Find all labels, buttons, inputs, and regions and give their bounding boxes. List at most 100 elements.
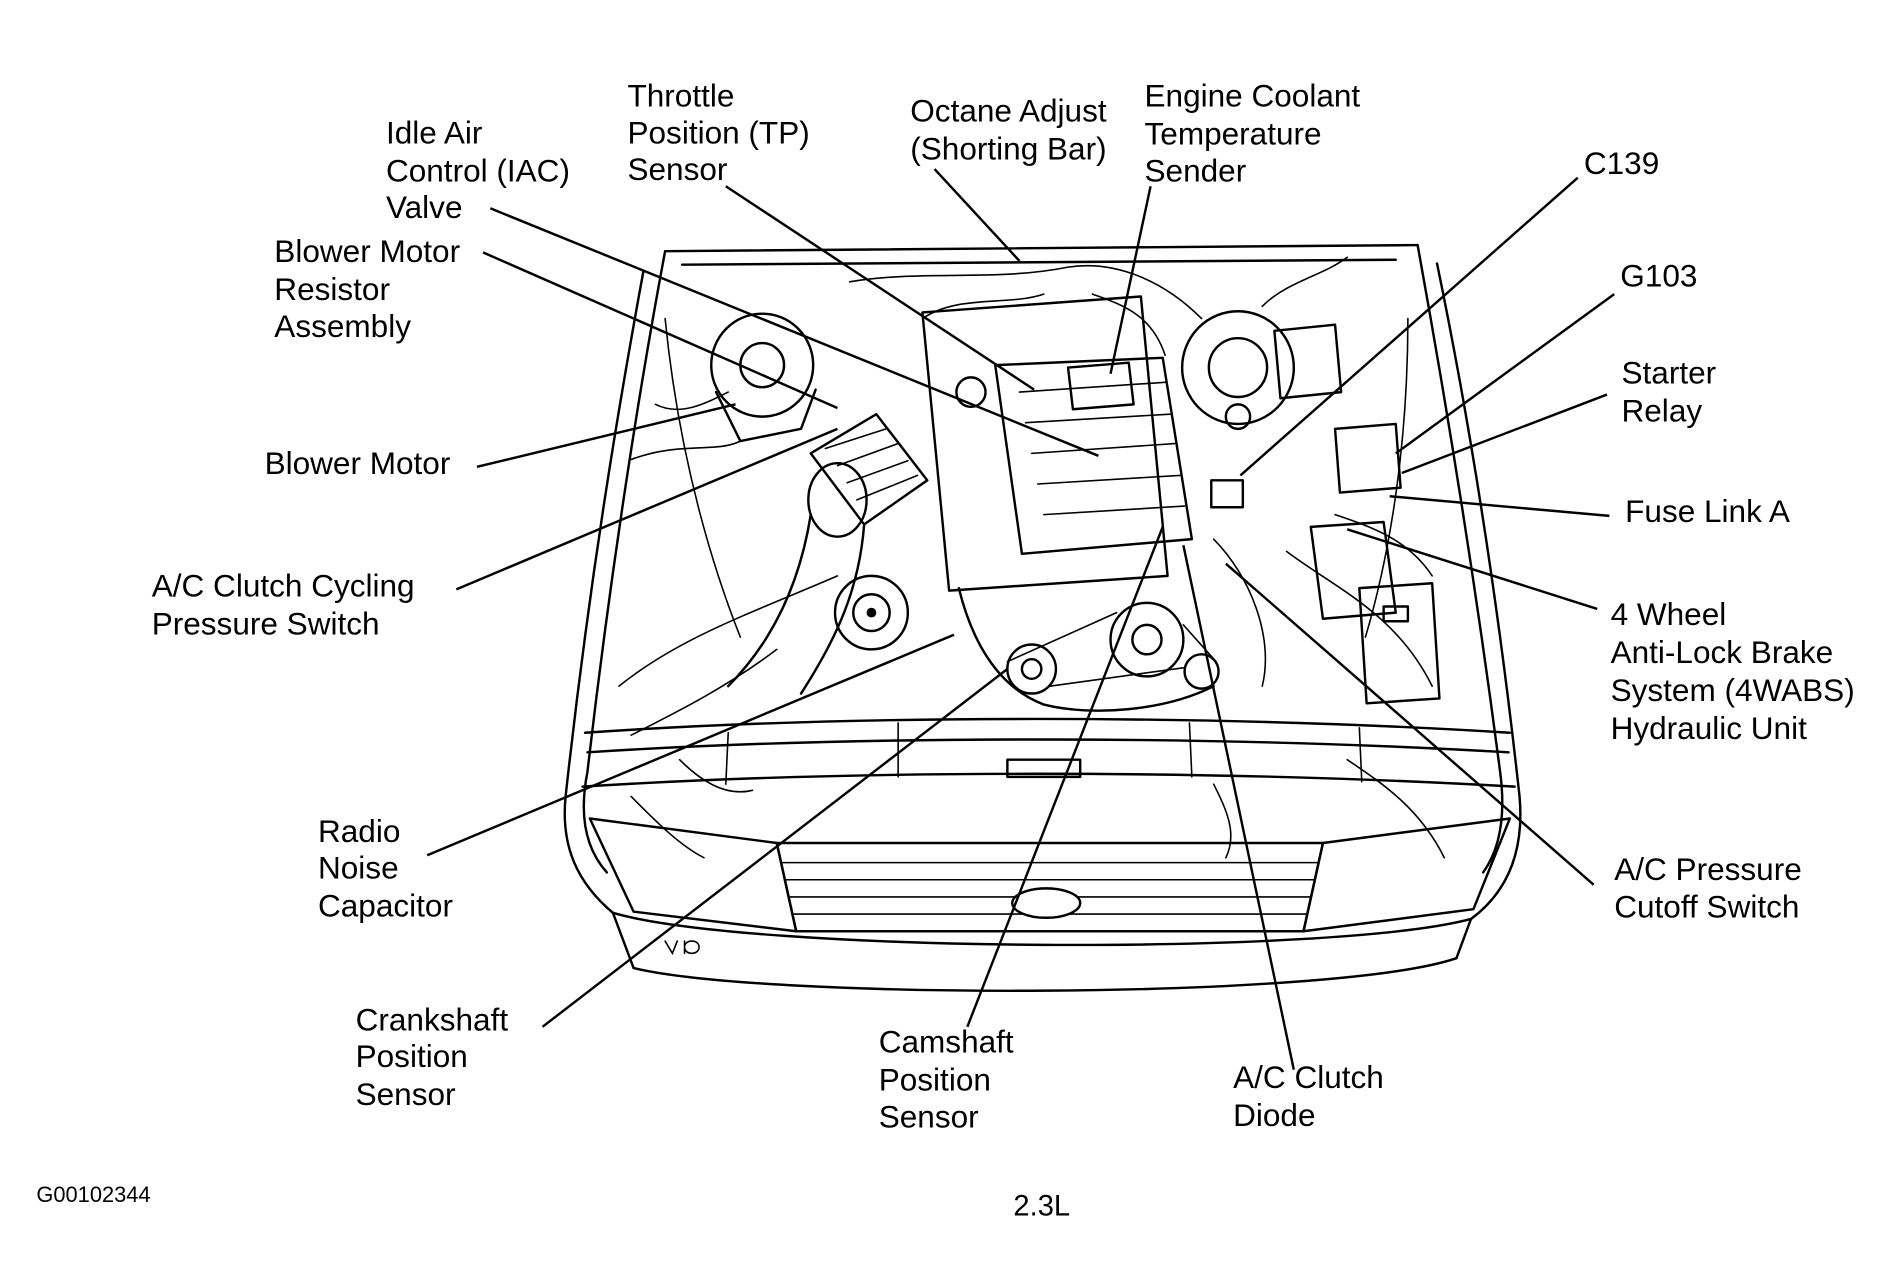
relay-box (1333, 422, 1402, 494)
label-line: Fuse Link A (1625, 493, 1791, 529)
label-line: (Shorting Bar) (910, 130, 1106, 166)
label-line: Relay (1622, 392, 1703, 428)
bumper-ends (611, 911, 1473, 970)
label-line: Sender (1145, 152, 1247, 188)
label-line: Position (356, 1038, 468, 1074)
right-headlight (1302, 817, 1512, 933)
hood-latch (1006, 758, 1082, 779)
label-line: A/C Pressure (1614, 851, 1802, 887)
label-line: Throttle (627, 77, 734, 113)
label-crankshaft-position-sensor: Crankshaft Position Sensor (356, 668, 1009, 1112)
label-line: Temperature (1145, 115, 1322, 151)
label-idle-air-control-valve: Idle Air Control (IAC) Valve (386, 114, 1099, 457)
label-line: Anti-Lock Brake (1611, 634, 1834, 670)
brake-booster (1180, 310, 1296, 426)
connector-c139 (1210, 479, 1245, 509)
battery-terminal (1382, 605, 1410, 623)
label-line: Cutoff Switch (1614, 889, 1799, 925)
leader-line (1395, 293, 1615, 455)
label-g103: G103 (1395, 258, 1697, 455)
fluid-reservoir (1273, 323, 1343, 400)
crankshaft-pulley-hub (1020, 657, 1043, 681)
radiator-support-mid (586, 738, 1510, 754)
leader-line (1346, 528, 1598, 611)
label-blower-motor-resistor-assembly: Blower Motor Resistor Assembly (274, 233, 838, 410)
leader-line (1109, 185, 1152, 374)
ac-compressor-clutch (852, 593, 891, 633)
air-cleaner-tube (727, 513, 866, 695)
blower-housing (710, 312, 815, 418)
right-hoses (1212, 256, 1446, 859)
figure-id: G00102344 (36, 1182, 150, 1207)
ac-compressor-center (866, 607, 877, 618)
label-line: Sensor (627, 151, 727, 187)
air-cleaner-outlet (807, 461, 868, 538)
engine-caption: 2.3L (1013, 1190, 1070, 1222)
left-fender (582, 249, 667, 874)
left-hoses (618, 391, 839, 736)
grille-slats (780, 861, 1319, 915)
label-line: Diode (1233, 1097, 1315, 1133)
label-line: Camshaft (879, 1023, 1014, 1059)
leader-line (725, 185, 1035, 391)
label-line: Hydraulic Unit (1611, 710, 1807, 746)
label-line: Idle Air (386, 114, 483, 150)
left-fender-outer (563, 270, 645, 915)
plenum-hatch (1018, 381, 1186, 516)
upper-hoses (848, 264, 1203, 357)
crankshaft-pulley (1006, 643, 1058, 695)
stamp-mark (664, 940, 700, 956)
label-line: Valve (386, 189, 463, 225)
intake-plenum (994, 356, 1194, 556)
cowl-edge (663, 243, 1419, 253)
label-line: 4 Wheel (1611, 596, 1727, 632)
label-4wabs-hydraulic-unit: 4 Wheel Anti-Lock Brake System (4WABS) H… (1346, 528, 1855, 746)
label-line: A/C Clutch (1233, 1059, 1384, 1095)
leader-line (1225, 562, 1595, 886)
timing-cover (957, 586, 1215, 712)
label-line: Position (TP) (627, 114, 809, 150)
grille (775, 841, 1325, 933)
label-ac-pressure-cutoff-switch: A/C Pressure Cutoff Switch (1225, 562, 1802, 925)
leader-line (482, 251, 838, 410)
support-bracket (725, 722, 1363, 785)
label-fuse-link-a: Fuse Link A (1389, 493, 1791, 529)
throttle-body (1066, 361, 1135, 411)
leader-line (1182, 545, 1295, 1070)
blower-motor-body (714, 388, 817, 443)
engine-block (921, 295, 1169, 592)
leader-line (966, 526, 1164, 1028)
label-line: Capacitor (318, 887, 453, 923)
drive-belt (1006, 611, 1217, 687)
bumper-top (611, 911, 1473, 947)
engine-compartment-drawing (563, 243, 1522, 992)
leader-line (489, 207, 1099, 457)
label-ac-clutch-cycling-pressure-switch: A/C Clutch Cycling Pressure Switch (152, 427, 838, 642)
label-radio-noise-capacitor: Radio Noise Capacitor (318, 633, 955, 924)
leader-line (455, 427, 838, 591)
oil-filler-cap (955, 376, 987, 409)
duct-ribs (824, 428, 919, 501)
label-c139: C139 (1239, 145, 1659, 477)
leader-line (476, 403, 736, 469)
radiator-support-upper (583, 717, 1512, 734)
label-throttle-position-sensor: Throttle Position (TP) Sensor (627, 77, 1035, 391)
idler-pulley (1183, 653, 1220, 690)
label-starter-relay: Starter Relay (1401, 354, 1717, 475)
label-camshaft-position-sensor: Camshaft Position Sensor (879, 526, 1164, 1134)
label-octane-adjust: Octane Adjust (Shorting Bar) (910, 92, 1107, 262)
label-engine-coolant-temperature-sender: Engine Coolant Temperature Sender (1109, 77, 1360, 374)
label-line: Resistor (274, 271, 390, 307)
battery (1358, 582, 1441, 705)
right-fender-outer (1435, 262, 1522, 921)
grille-emblem (1011, 887, 1082, 919)
bumper-bottom (632, 956, 1458, 992)
right-fender-apron (1364, 317, 1409, 638)
label-line: Radio (318, 813, 400, 849)
lower-wiring (630, 758, 1232, 859)
label-line: A/C Clutch Cycling (152, 568, 415, 604)
label-line: Assembly (274, 308, 411, 344)
water-pump-hub (1131, 623, 1163, 656)
label-line: G103 (1620, 258, 1697, 294)
